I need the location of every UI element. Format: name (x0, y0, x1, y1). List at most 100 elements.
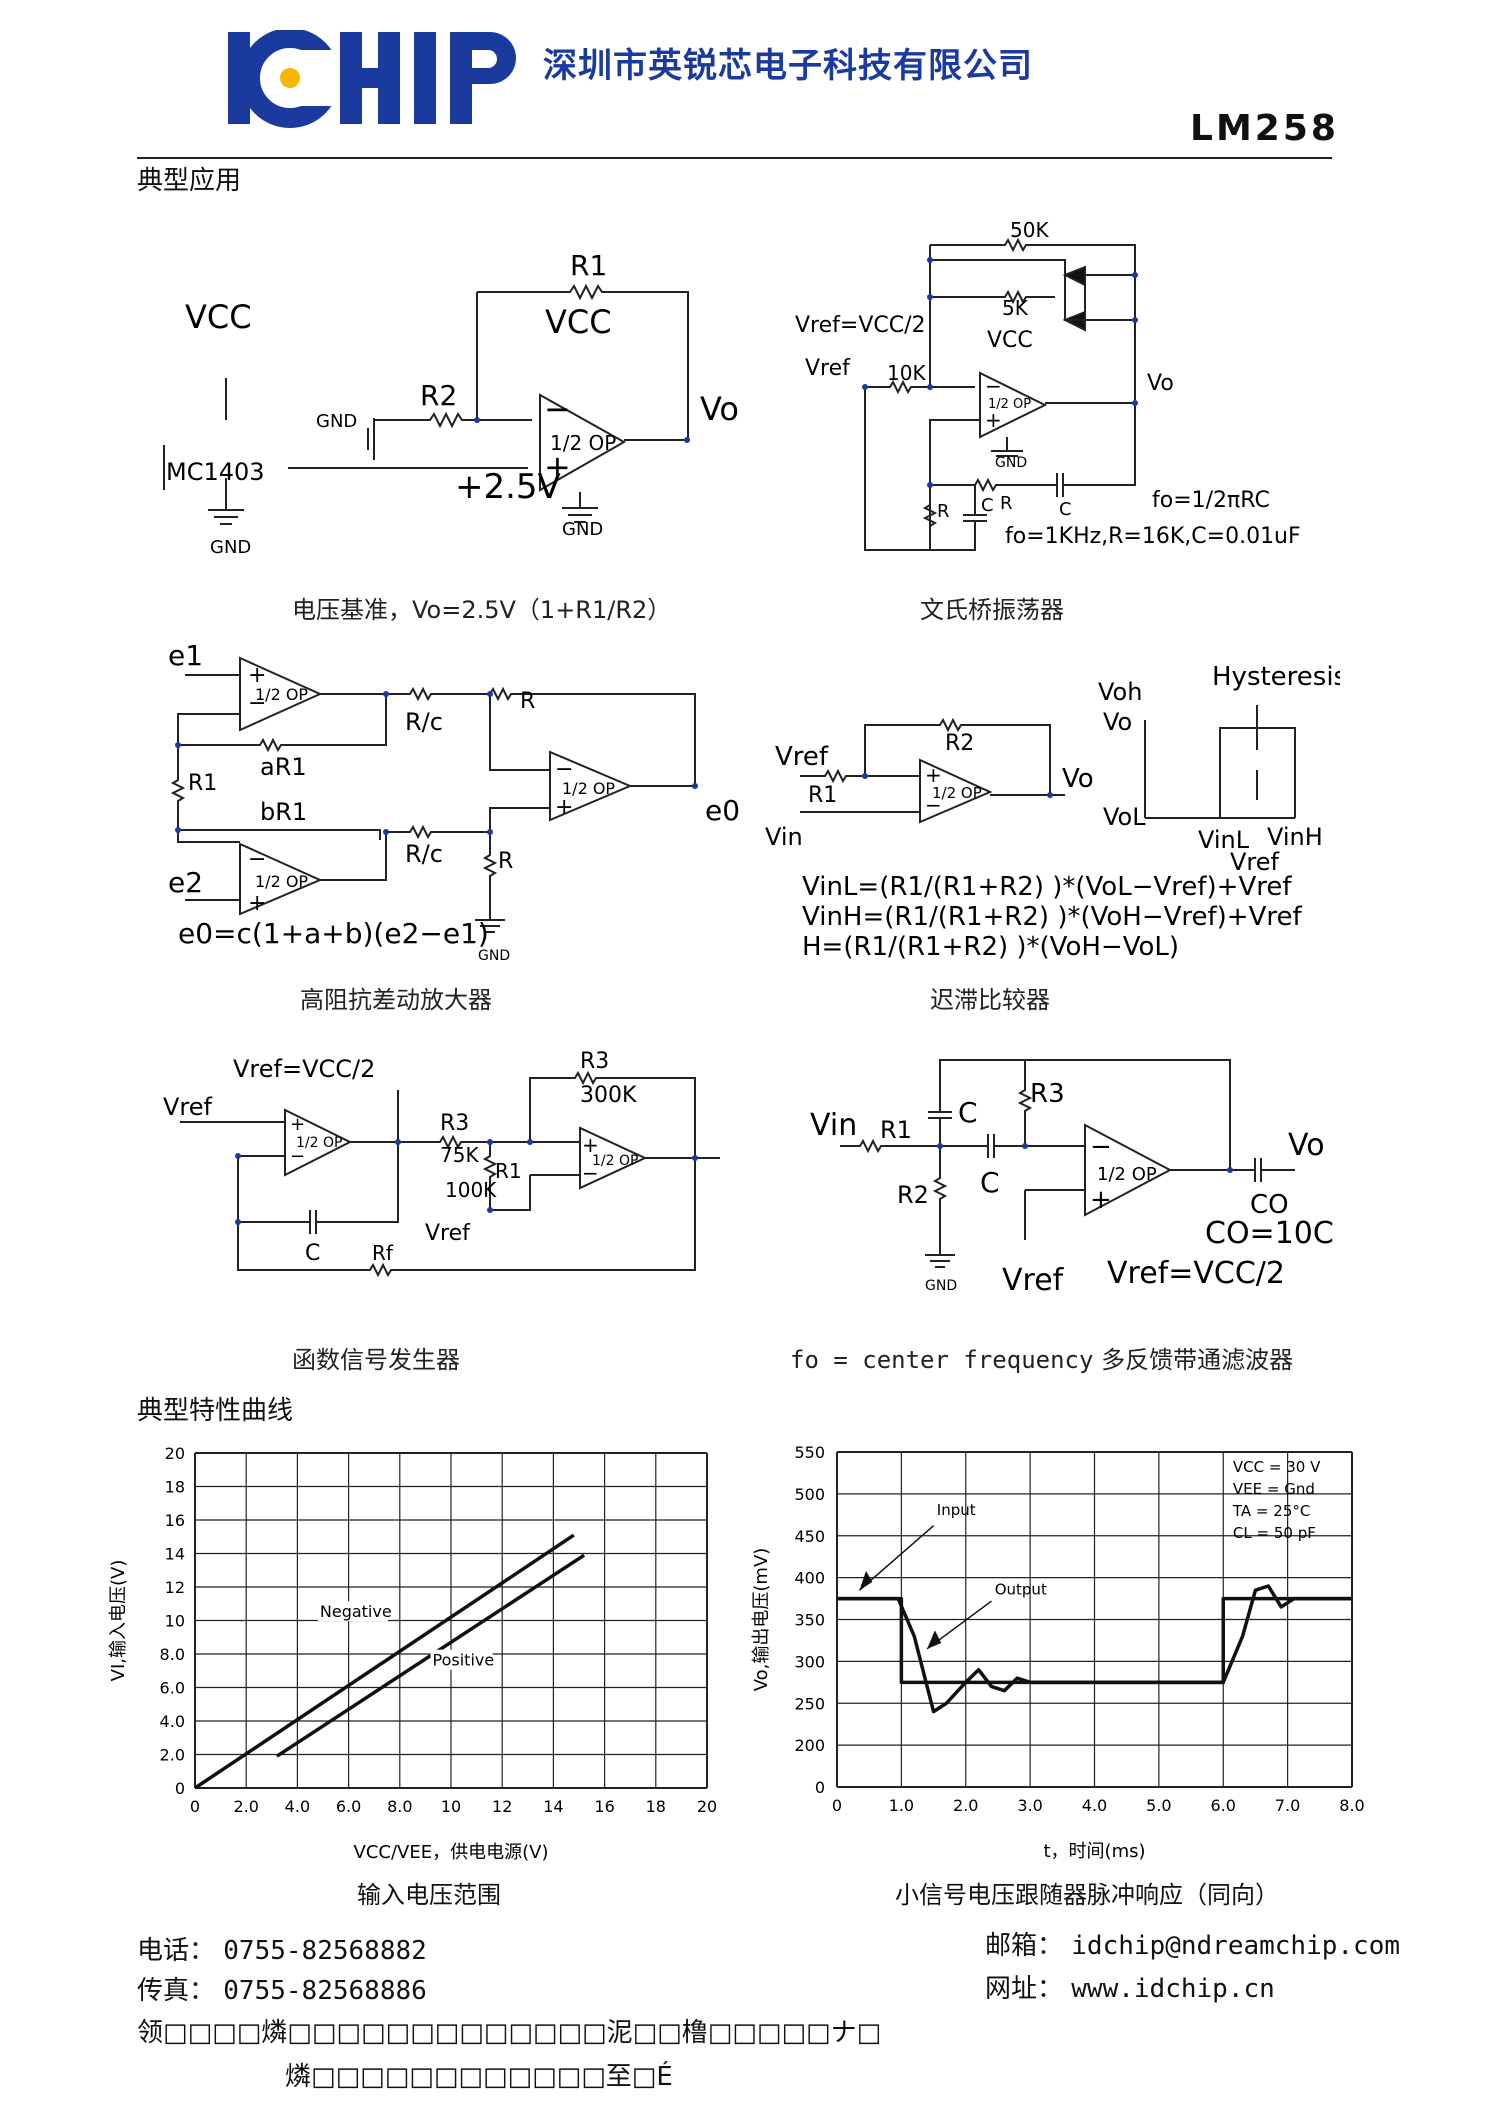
svg-text:+: + (248, 663, 266, 688)
svg-text:−: − (582, 1161, 599, 1185)
hyst-vref: Vref (775, 742, 829, 772)
chart2-xtick: 1.0 (889, 1796, 914, 1815)
chart-input-voltage-range: 002.02.04.04.06.06.08.08.010101212141416… (108, 1444, 717, 1863)
chart2-xtick: 4.0 (1082, 1796, 1107, 1815)
vref-ic: MC1403 (166, 458, 265, 486)
hyst-vinh: VinH (1267, 823, 1323, 851)
chart2-xlabel: t，时间(ms) (1043, 1841, 1145, 1862)
chart2-arrowhead-output (927, 1630, 942, 1649)
circuit-function-generator: Vref=VCC/2 Vref +− 1/2 OP R3 75K R1 100K… (163, 1050, 720, 1278)
wien-fo1: fo=1/2πRC (1152, 488, 1270, 513)
chart2-ytick: 0 (815, 1778, 825, 1797)
caption-wien-bridge: 文氏桥振荡器 (920, 596, 1064, 624)
svg-text:−: − (248, 847, 266, 872)
wien-r: R (937, 501, 950, 522)
svg-text:−: − (555, 757, 573, 782)
company-logo (228, 28, 528, 130)
func-100k: 100K (445, 1178, 497, 1202)
diff-e0: e0 (705, 794, 740, 827)
caption-bandpass-suffix: 多反馈带通滤波器 (1101, 1346, 1294, 1374)
chart1-xtick: 8.0 (387, 1797, 412, 1816)
hyst-vref2: Vref (1230, 848, 1280, 876)
chart2-ytick: 450 (794, 1527, 825, 1546)
wien-vref: Vref (805, 356, 851, 381)
header-divider (137, 157, 1332, 159)
circuit-voltage-reference: VCC VCC R1 R2 GND MC1403 GND 1/2 OP − + … (163, 249, 739, 558)
chart2-xtick: 6.0 (1211, 1796, 1236, 1815)
chart2-annot-input: Input (937, 1501, 976, 1519)
hyst-vol: VoL (1103, 803, 1146, 831)
svg-text:−: − (544, 390, 571, 428)
bp-gnd: GND (925, 1278, 957, 1294)
footer-tel-value: 0755-82568882 (223, 1936, 427, 1966)
svg-text:+: + (248, 891, 266, 916)
chart1-xtick: 20 (697, 1797, 717, 1816)
footer-fax-label: 传真： (137, 1976, 216, 2006)
hyst-eq2: VinH=(R1/(R1+R2) )*(VoH−Vref)+Vref (802, 902, 1302, 932)
bp-vref: Vref (1002, 1263, 1065, 1298)
vref-v25: +2.5V (455, 467, 561, 507)
caption-bandpass-prefix: fo = center frequency (790, 1346, 1094, 1374)
diff-rr1: R1 (188, 771, 217, 796)
bp-op: 1/2 OP (1097, 1164, 1157, 1185)
bp-vin: Vin (810, 1108, 857, 1143)
svg-text:−: − (290, 1146, 305, 1167)
func-300k: 300K (580, 1083, 637, 1108)
wien-fo2: fo=1KHz,R=16K,C=0.01uF (1005, 524, 1301, 549)
chart1-ytick: 10 (165, 1612, 185, 1631)
chart2-arrow-input (859, 1525, 935, 1591)
diff-rc2: R/c (405, 840, 443, 868)
bp-c1: C (958, 1096, 978, 1129)
vref-vo: Vo (700, 390, 739, 428)
chart1-ytick: 0 (175, 1779, 185, 1798)
diff-op1: 1/2 OP (255, 685, 308, 704)
chart1-ytick: 18 (165, 1478, 185, 1497)
footer-email-value[interactable]: idchip@ndreamchip.com (1071, 1931, 1401, 1961)
func-op2: 1/2 OP (592, 1153, 638, 1169)
chart2-xtick: 3.0 (1017, 1796, 1042, 1815)
svg-text:−: − (248, 691, 266, 716)
footer-address-line1: 领□□□□燐□□□□□□□□□□□□□泥□□橹□□□□□ナ□ (137, 2018, 882, 2048)
func-r3a: R3 (440, 1111, 469, 1136)
footer-web-value[interactable]: www.idchip.cn (1071, 1974, 1275, 2004)
wien-gnd: GND (995, 455, 1027, 471)
part-number: LM258 (1190, 108, 1339, 149)
svg-text:+: + (582, 1133, 599, 1157)
chart1-ytick: 16 (165, 1511, 185, 1530)
chart1-xlabel: VCC/VEE，供电电源(V) (354, 1842, 549, 1863)
chart1-xtick: 16 (594, 1797, 614, 1816)
wien-vrefdef: Vref=VCC/2 (795, 313, 926, 338)
chart1-ytick: 12 (165, 1578, 185, 1597)
vref-vcc1: VCC (185, 298, 252, 336)
chart1-xtick: 18 (646, 1797, 666, 1816)
svg-text:−: − (1090, 1132, 1112, 1162)
hyst-vin: Vin (765, 823, 803, 851)
chart1-ytick: 20 (165, 1444, 185, 1463)
hyst-vo: Vo (1062, 764, 1094, 794)
chart2-xtick: 8.0 (1339, 1796, 1364, 1815)
bp-r3: R3 (1030, 1079, 1065, 1109)
footer-fax-value: 0755-82568886 (223, 1976, 427, 2006)
chart2-ytick: 300 (794, 1652, 825, 1671)
svg-text:+: + (544, 448, 571, 486)
chart1-label-negative: Negative (320, 1602, 392, 1621)
chart1-label-bg (317, 1601, 388, 1622)
chart2-arrowhead-input (859, 1570, 873, 1591)
chart2-xtick: 2.0 (953, 1796, 978, 1815)
svg-text:+: + (1090, 1185, 1112, 1215)
diff-op2: 1/2 OP (562, 779, 615, 798)
wien-c: C (981, 495, 994, 516)
chart1-ytick: 2.0 (160, 1746, 185, 1765)
hyst-title: Hysteresis (1212, 662, 1340, 692)
vref-r1: R1 (570, 249, 607, 282)
wien-vcc: VCC (987, 328, 1033, 353)
chart2-ytick: 550 (794, 1443, 825, 1462)
caption-function-generator: 函数信号发生器 (292, 1346, 460, 1374)
wien-10k: 10K (887, 361, 926, 385)
caption-differential-amp: 高阻抗差动放大器 (300, 986, 492, 1014)
svg-text:+: + (925, 763, 942, 787)
svg-text:−: − (985, 374, 1002, 398)
footer-web-label: 网址： (985, 1974, 1064, 2004)
chart1-xtick: 4.0 (285, 1797, 310, 1816)
